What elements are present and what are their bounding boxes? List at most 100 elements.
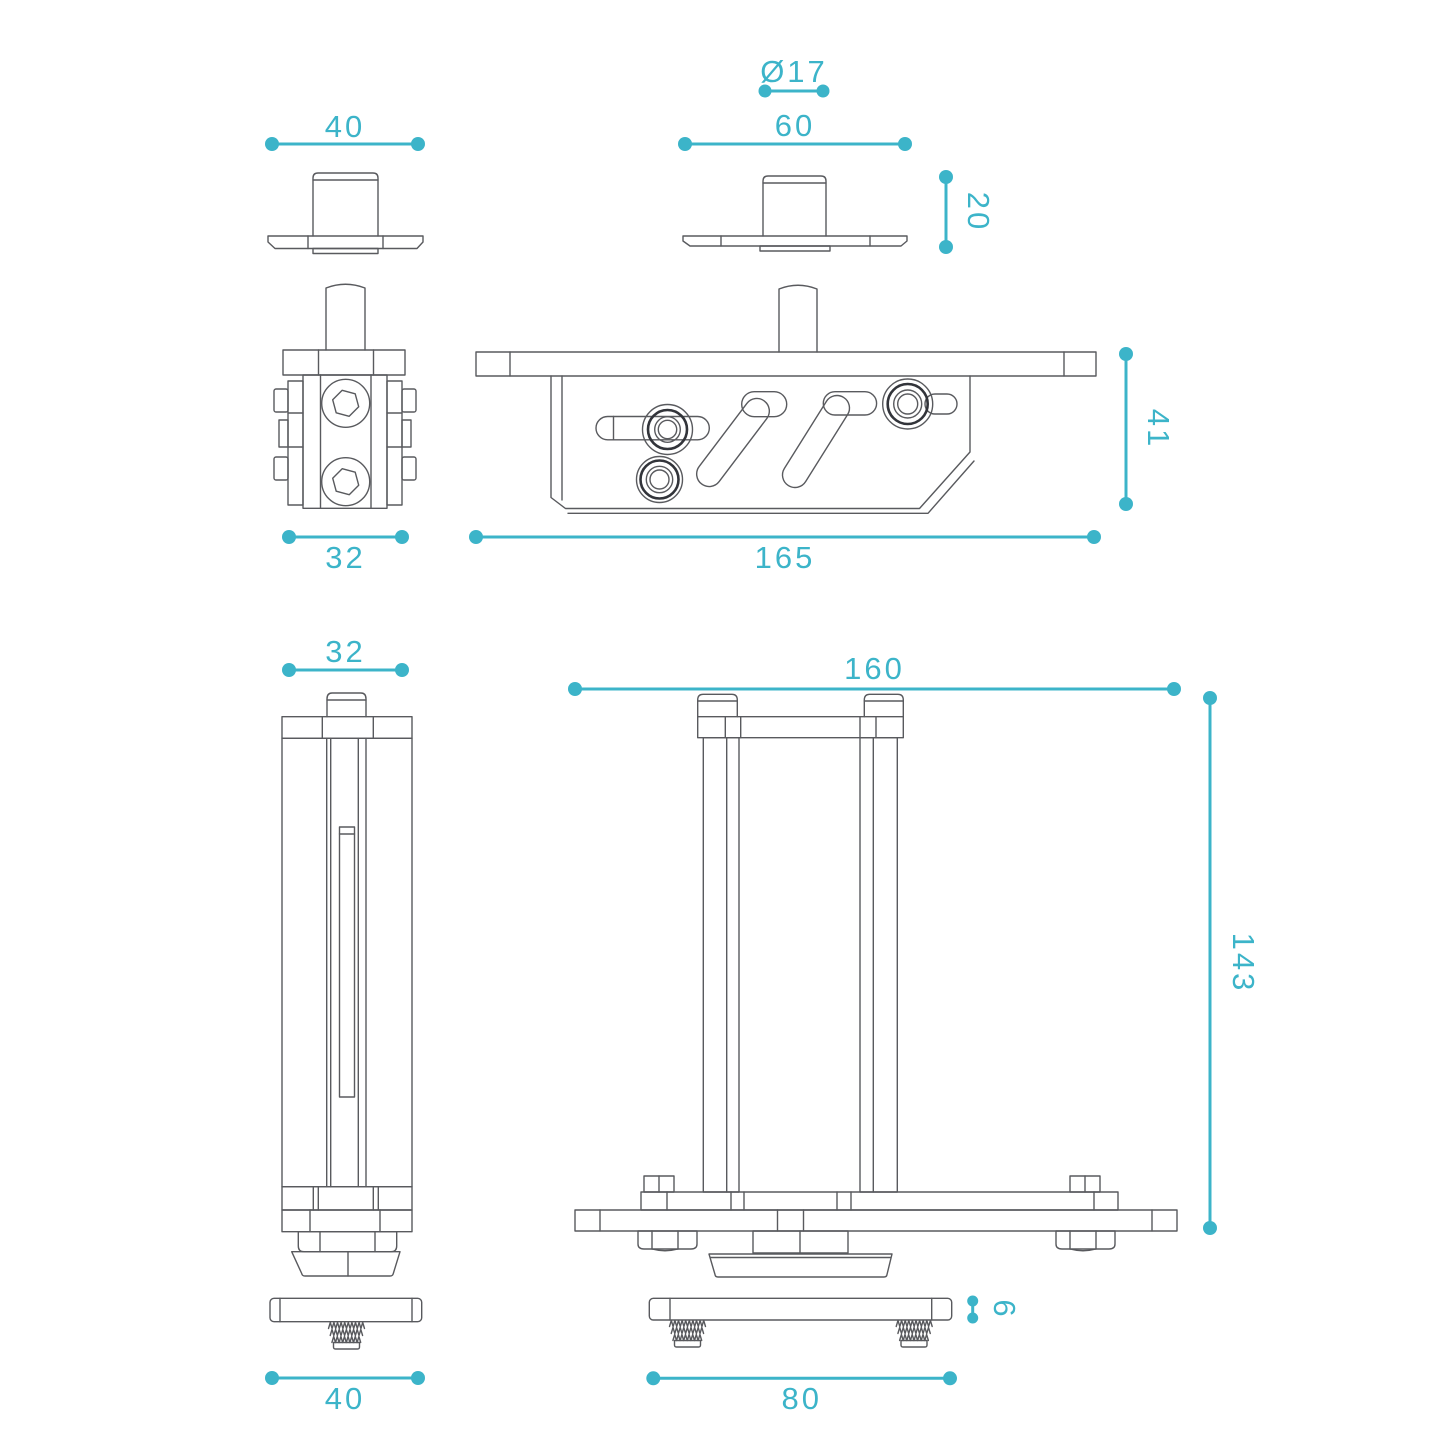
view-hinge-side: 32 — [273, 283, 417, 575]
thumb-knob-lower — [635, 455, 684, 504]
tapered-foot — [708, 1253, 893, 1278]
dim-dot — [568, 682, 582, 696]
dim-dot — [1203, 691, 1217, 705]
dim-flange-height: 20 — [939, 170, 996, 254]
dim-dot — [1087, 530, 1101, 544]
side-bolt-head — [401, 388, 417, 413]
stud-collar — [673, 1339, 702, 1348]
dim-label: 20 — [961, 192, 996, 232]
base-nut-left — [637, 1230, 698, 1252]
dim-label: 143 — [1226, 933, 1261, 994]
dim-dot — [898, 137, 912, 151]
lever-tip — [924, 393, 958, 415]
dim-dot — [1119, 497, 1133, 511]
thumb-knob-left — [641, 403, 694, 456]
dim-dot — [1167, 682, 1181, 696]
dim-dot — [646, 1371, 661, 1386]
top-plate — [475, 351, 1097, 377]
part-small-bushing — [267, 172, 424, 255]
side-plates — [273, 380, 417, 506]
view-flange-large: Ø17 60 20 — [678, 54, 996, 254]
flange-lip — [312, 247, 379, 255]
post-cap-right — [863, 693, 904, 718]
post-cap-left — [697, 693, 738, 718]
base-band-1 — [281, 1185, 413, 1211]
post-right — [859, 737, 898, 1193]
dim-label: 40 — [325, 109, 365, 144]
dim-body-height: 41 — [1119, 347, 1176, 511]
dim-label: 165 — [755, 540, 816, 575]
lever-head — [822, 391, 878, 416]
dim-stand-width: 160 — [568, 651, 1181, 696]
part-large-bushing — [682, 175, 908, 252]
flange-plate — [682, 235, 908, 247]
knurled-stud — [327, 1321, 366, 1350]
dim-dot — [967, 1312, 979, 1324]
bushing-block — [312, 172, 379, 237]
column-header — [281, 716, 413, 740]
side-tab — [278, 419, 289, 448]
dim-dot — [265, 1371, 279, 1385]
lower-bracket-bar — [640, 1191, 1119, 1211]
socket-bolt-lower — [321, 457, 371, 507]
dim-label: 6 — [987, 1299, 1022, 1319]
floor-pad-large — [648, 1297, 953, 1348]
angled-lever-1 — [695, 391, 788, 488]
side-bolt-head — [401, 456, 417, 481]
dim-label: Ø17 — [760, 54, 828, 89]
pivot-pin — [778, 284, 818, 353]
dim-dot — [469, 530, 483, 544]
dim-dot — [265, 137, 279, 151]
dim-dot — [939, 240, 953, 254]
dim-dot — [943, 1371, 957, 1386]
view-flange-small: 40 — [265, 109, 425, 255]
dim-dot — [967, 1295, 979, 1307]
socket-bolt-upper — [321, 378, 371, 428]
dim-dot — [939, 170, 953, 184]
dim-stand-height: 143 — [1203, 691, 1261, 1235]
dim-label: 41 — [1141, 409, 1176, 449]
dim-dot — [395, 663, 409, 677]
base-plate — [574, 1209, 1178, 1232]
dim-label: 160 — [844, 651, 905, 686]
angled-lever-2 — [781, 391, 878, 489]
floor-pad-small — [269, 1297, 423, 1350]
dim-top-large-width: 60 — [678, 108, 912, 151]
dim-pad-large-width: 80 — [646, 1371, 957, 1416]
pad-plate — [648, 1297, 953, 1321]
base-band-2 — [281, 1209, 413, 1233]
bushing-block — [762, 175, 827, 237]
column-cap — [326, 692, 367, 718]
hex-socket — [332, 389, 360, 417]
knurled-stud-left — [668, 1319, 707, 1348]
dim-label: 40 — [325, 1381, 365, 1416]
dim-dot — [282, 530, 296, 544]
dim-dot — [678, 137, 692, 151]
adjust-slot — [338, 826, 356, 1098]
dim-dot — [282, 663, 296, 677]
dim-dot — [411, 1371, 425, 1385]
dim-column-width: 32 — [282, 634, 409, 677]
dim-label: 60 — [775, 108, 815, 143]
carriage-body — [302, 374, 388, 510]
lock-body — [550, 375, 971, 510]
view-hinge-front: 165 41 — [469, 284, 1176, 575]
hex-socket — [332, 468, 360, 496]
flange-lip — [759, 245, 831, 252]
view-stand-front: 160 — [568, 651, 1261, 1416]
dim-dot — [758, 84, 772, 98]
top-bracket — [697, 716, 905, 739]
dim-dot — [411, 137, 425, 151]
dim-dot — [816, 84, 830, 98]
dim-dot — [395, 530, 409, 544]
lever-head — [741, 391, 788, 418]
top-flange — [282, 349, 406, 376]
dim-label: 80 — [781, 1381, 821, 1416]
flange-plate — [267, 235, 424, 250]
dim-label: 32 — [325, 540, 365, 575]
dim-label: 32 — [325, 634, 365, 669]
pivot-pin — [325, 283, 366, 351]
post-left — [702, 737, 740, 1193]
tapered-foot — [291, 1251, 401, 1277]
column-body — [281, 737, 413, 1188]
